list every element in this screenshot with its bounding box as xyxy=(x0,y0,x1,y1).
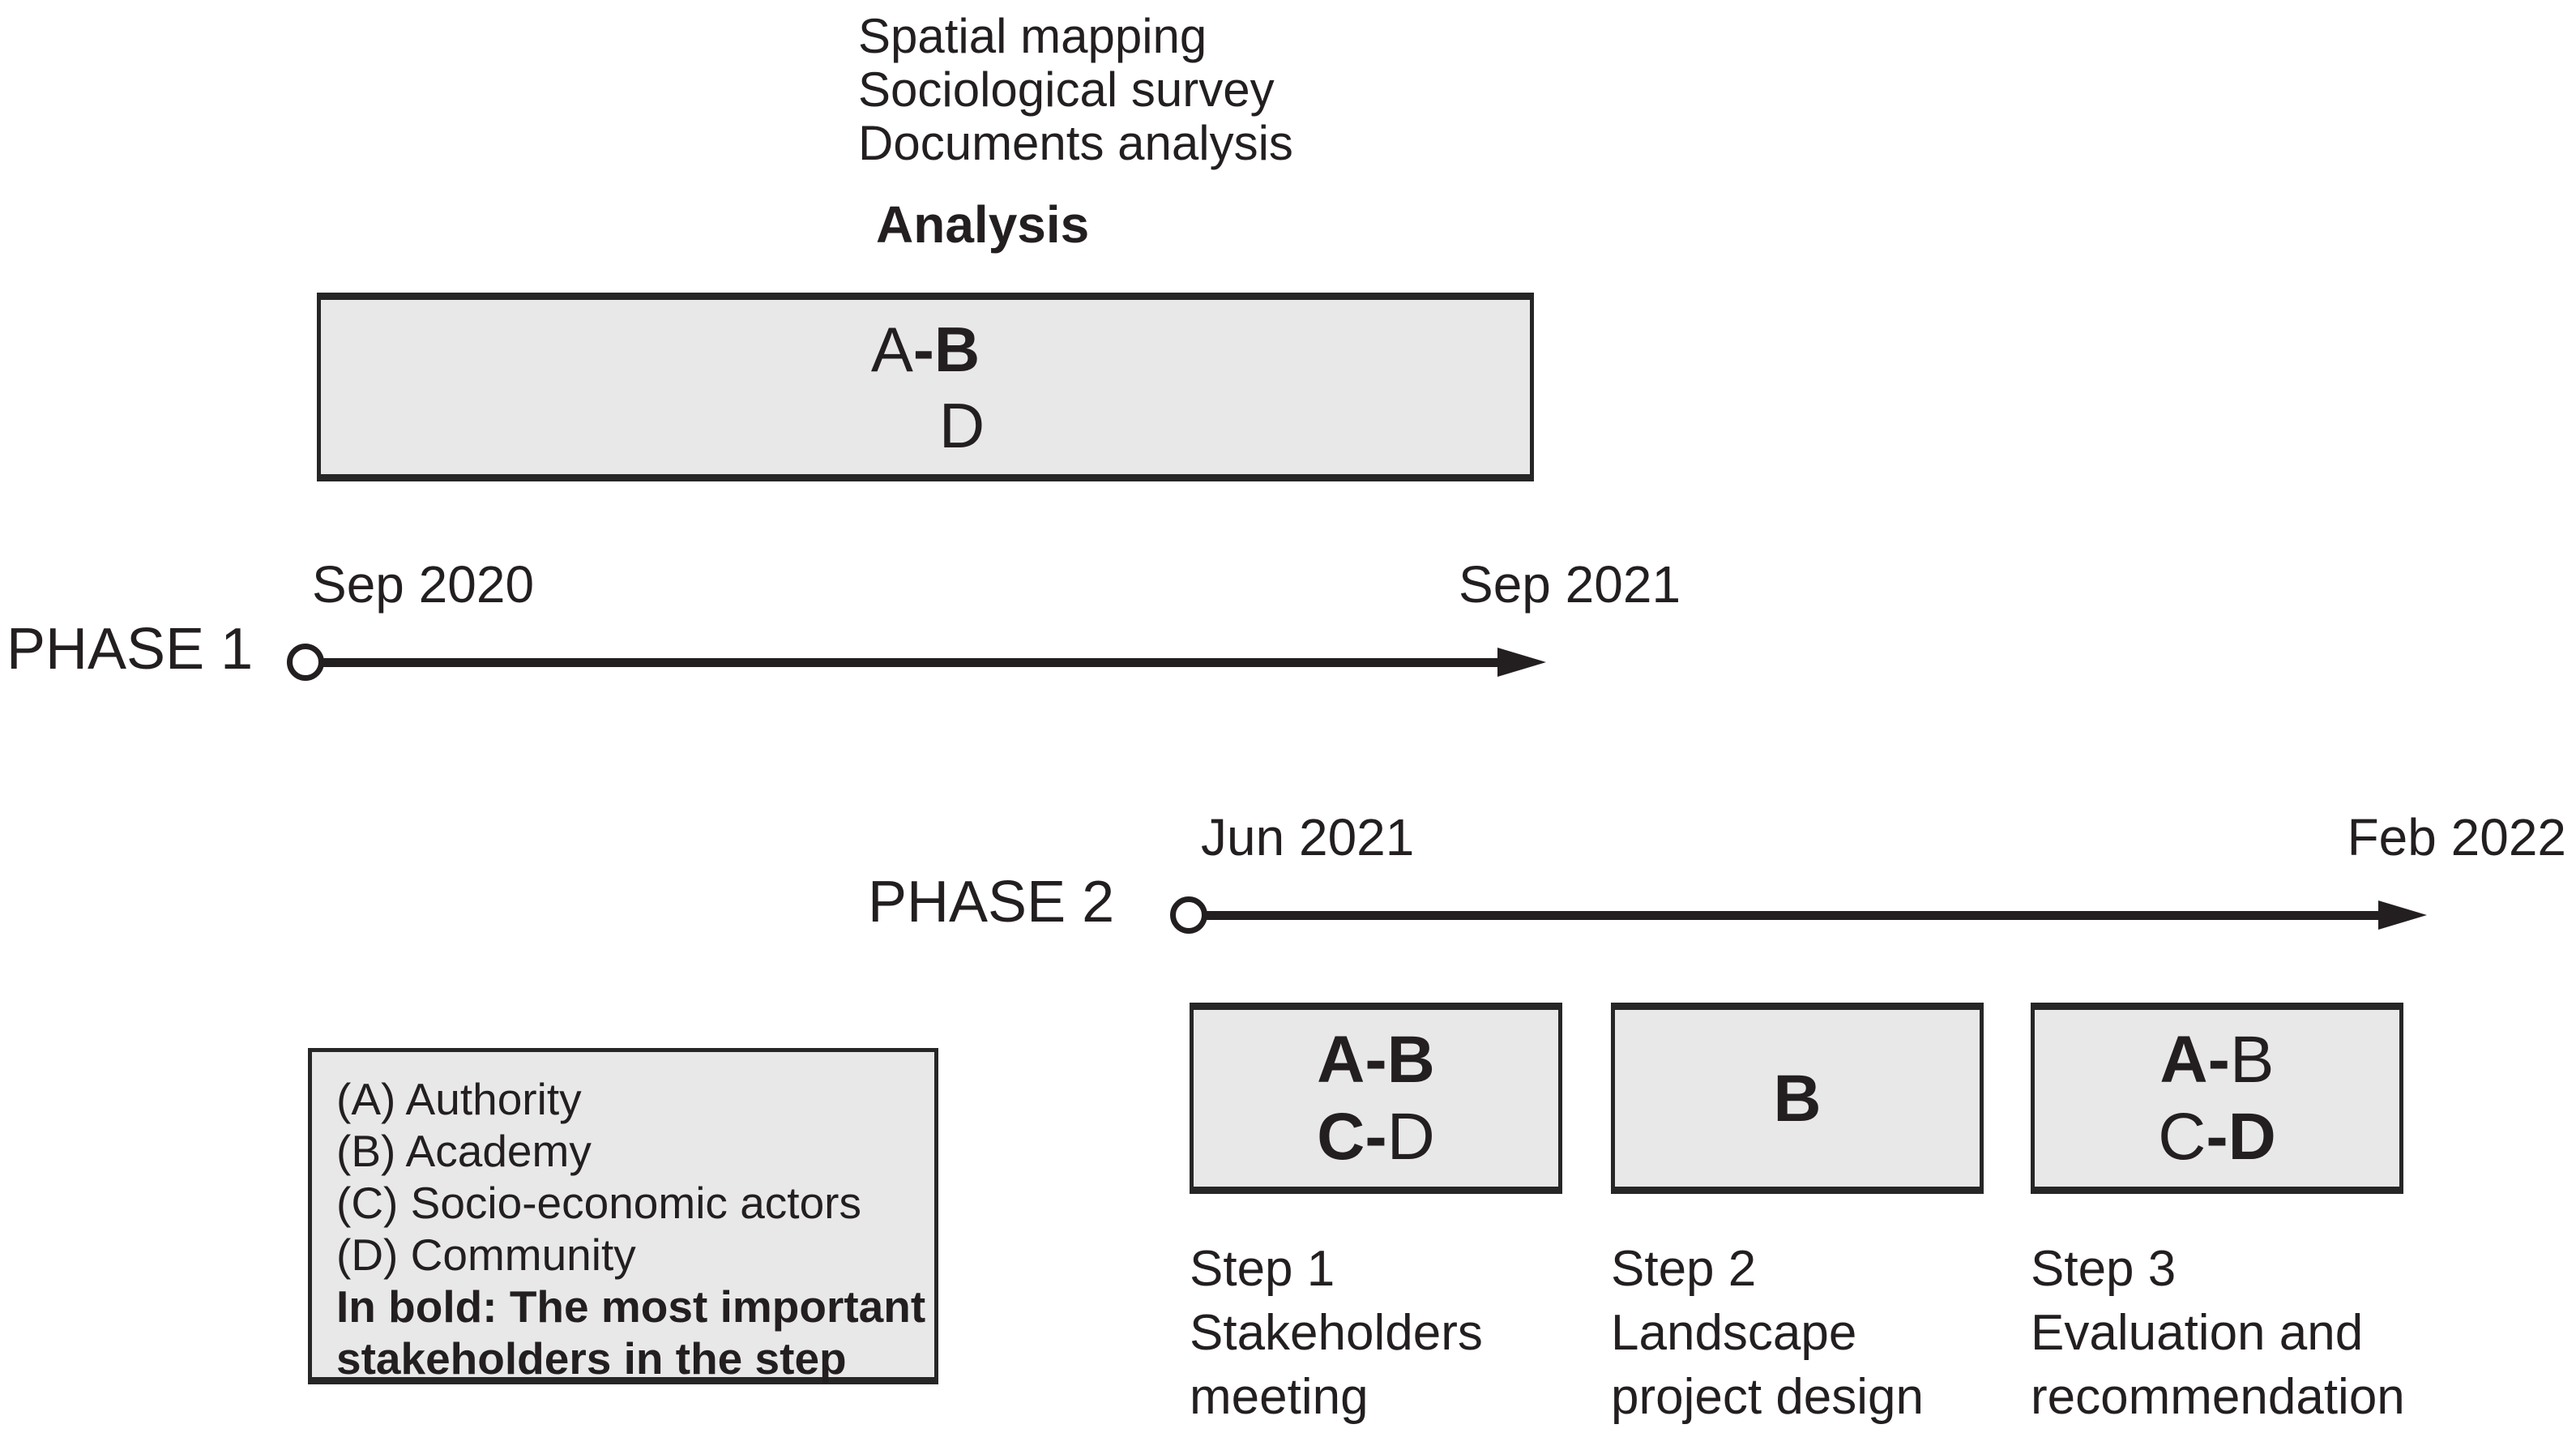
timeline-start-marker-icon xyxy=(287,644,324,681)
step-label-line: recommendation xyxy=(2031,1369,2405,1425)
stakeholder-segment: D xyxy=(1386,1100,1435,1174)
stakeholder-segment: B xyxy=(2229,1023,2275,1097)
stakeholder-line: A-B xyxy=(2159,1021,2274,1098)
step-label-line: Step 1 xyxy=(1190,1241,1335,1297)
analysis-label: Analysis xyxy=(876,195,1090,254)
phase1-activity-box: A-B D xyxy=(317,293,1534,481)
phase1-end-date: Sep 2021 xyxy=(1459,555,1681,614)
phase2-start-date: Jun 2021 xyxy=(1201,808,1415,866)
timeline-start-marker-icon xyxy=(1170,896,1207,934)
phase2-timeline-bar xyxy=(1207,911,2378,920)
stakeholder-segment: A xyxy=(870,313,913,385)
phase1-start-date: Sep 2020 xyxy=(312,555,535,614)
methods-line: Sociological survey xyxy=(858,62,1275,117)
methods-line: Documents analysis xyxy=(858,116,1293,170)
legend-box: (A) Authority (B) Academy (C) Socio-econ… xyxy=(308,1048,938,1384)
step3-label: Step 3 Evaluation and recommendation xyxy=(2031,1237,2405,1429)
legend-note-line: In bold: The most important xyxy=(336,1281,926,1332)
stakeholder-segment: B xyxy=(1773,1061,1822,1136)
phase1-timeline-bar xyxy=(323,658,1497,667)
step-label-line: Step 3 xyxy=(2031,1241,2177,1297)
stakeholder-segment: -D xyxy=(2206,1100,2276,1174)
methods-line: Spatial mapping xyxy=(858,9,1207,63)
step-label-line: project design xyxy=(1611,1369,1925,1425)
step3-stakeholder-box: A-B C-D xyxy=(2031,1003,2403,1194)
step2-stakeholder-box: B xyxy=(1611,1003,1984,1194)
stakeholder-segment: -B xyxy=(912,313,980,385)
arrowhead-icon xyxy=(1497,648,1546,677)
step-label-line: Evaluation and xyxy=(2031,1305,2364,1361)
step2-label: Step 2 Landscape project design xyxy=(1611,1237,1924,1429)
step1-stakeholder-box: A-B C-D xyxy=(1190,1003,1562,1194)
methods-list: Spatial mapping Sociological survey Docu… xyxy=(858,10,1293,170)
legend-note-line: stakeholders in the step xyxy=(336,1333,847,1384)
stakeholder-line: D xyxy=(939,387,985,464)
stakeholder-line: B xyxy=(1773,1060,1821,1137)
stakeholder-segment: D xyxy=(938,389,985,461)
stakeholder-line: C-D xyxy=(1317,1098,1435,1175)
stakeholder-line: C-D xyxy=(2158,1098,2276,1175)
legend-item: (A) Authority xyxy=(336,1074,582,1124)
stakeholder-segment: A-B xyxy=(1317,1023,1435,1097)
step1-label: Step 1 Stakeholders meeting xyxy=(1190,1237,1483,1429)
legend-item: (C) Socio-economic actors xyxy=(336,1178,861,1228)
stakeholder-segment: C xyxy=(2158,1100,2206,1174)
stakeholder-line: A-B xyxy=(871,311,980,387)
step-label-line: Step 2 xyxy=(1611,1241,1757,1297)
stakeholder-segment: C- xyxy=(1317,1100,1387,1174)
step-label-line: meeting xyxy=(1190,1369,1369,1425)
legend-item: (D) Community xyxy=(336,1230,636,1280)
stakeholder-segment: A- xyxy=(2159,1023,2230,1097)
step-label-line: Landscape xyxy=(1611,1305,1857,1361)
stakeholder-line: A-B xyxy=(1317,1021,1435,1098)
legend-item: (B) Academy xyxy=(336,1126,592,1176)
step-label-line: Stakeholders xyxy=(1190,1305,1483,1361)
phase1-label: PHASE 1 xyxy=(6,617,254,682)
arrowhead-icon xyxy=(2378,900,2427,930)
phase2-end-date: Feb 2022 xyxy=(2347,808,2566,866)
phase2-label: PHASE 2 xyxy=(868,870,1115,935)
